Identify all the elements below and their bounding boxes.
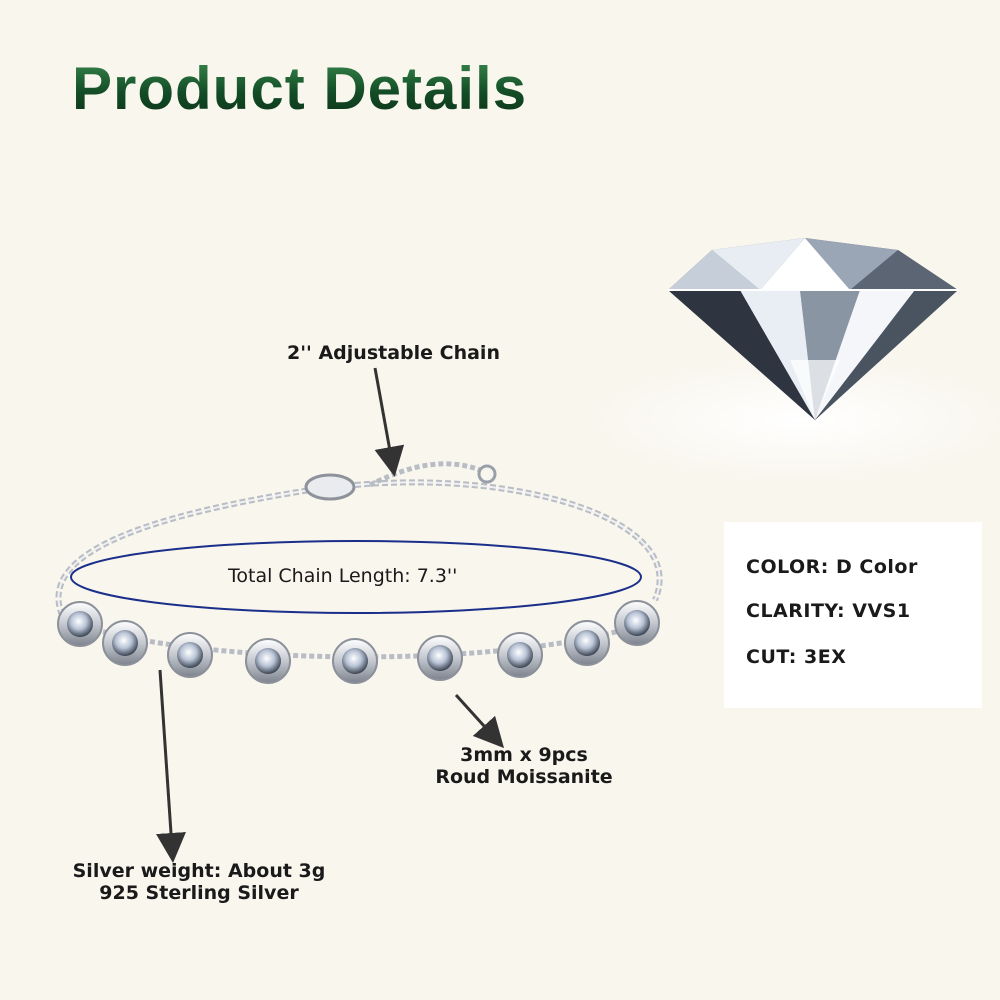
stone xyxy=(614,600,660,646)
bracelet-image xyxy=(55,461,663,660)
stone-arrow xyxy=(454,693,505,749)
stone-type-text: Roud Moissanite xyxy=(435,766,613,788)
silver-weight-arrow xyxy=(156,669,186,863)
spec-color: COLOR: D Color xyxy=(746,556,918,578)
stone-callout: 3mm x 9pcs Roud Moissanite xyxy=(432,744,616,788)
spec-panel: COLOR: D Color CLARITY: VVS1 CUT: 3EX xyxy=(724,522,982,708)
stone xyxy=(57,601,103,647)
stone xyxy=(245,638,291,684)
stone xyxy=(417,635,463,681)
length-ellipse xyxy=(70,540,642,614)
stone-size-text: 3mm x 9pcs xyxy=(460,744,588,766)
stone xyxy=(332,638,378,684)
spec-clarity: CLARITY: VVS1 xyxy=(746,600,911,622)
page-title: Product Details xyxy=(72,55,528,122)
stone xyxy=(167,632,213,678)
adjustable-chain-arrow xyxy=(373,367,405,477)
silver-weight-text: Silver weight: About 3g xyxy=(72,860,326,882)
spec-cut: CUT: 3EX xyxy=(746,646,847,668)
diamond-image xyxy=(590,238,1000,480)
silver-callout: Silver weight: About 3g 925 Sterling Sil… xyxy=(68,860,330,904)
total-length-label: Total Chain Length: 7.3'' xyxy=(228,565,458,587)
stone xyxy=(497,632,543,678)
adjustable-chain-label: 2'' Adjustable Chain xyxy=(287,342,500,364)
stone xyxy=(102,620,148,666)
stone xyxy=(564,620,610,666)
silver-type-text: 925 Sterling Silver xyxy=(99,882,299,904)
stone-row xyxy=(57,600,660,684)
